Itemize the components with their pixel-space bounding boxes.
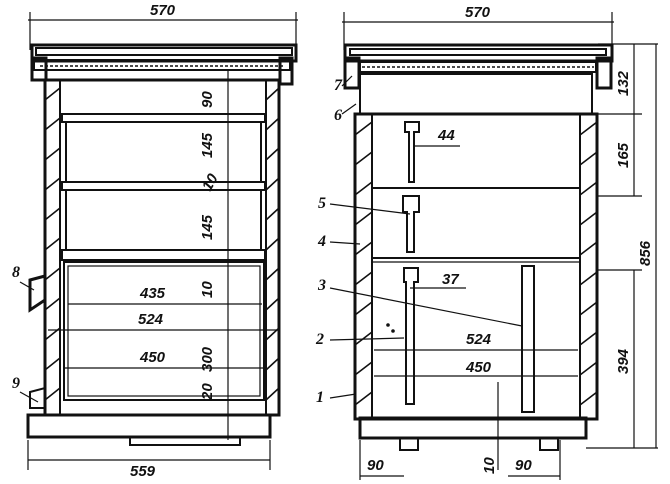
- right-label-3: 3: [317, 277, 326, 294]
- right-label-6: 6: [334, 107, 342, 124]
- left-dim-435: 435: [139, 285, 166, 302]
- left-body: [26, 78, 281, 446]
- right-label-5: 5: [318, 195, 326, 212]
- left-frame-bar-2: [61, 181, 266, 191]
- left-entrance-notch: [28, 274, 47, 313]
- right-frame-lug-2: [402, 195, 420, 253]
- right-vertical-dims: 132 165 856 394: [586, 43, 658, 449]
- left-frame-2: [65, 189, 262, 251]
- right-bottom-board: [358, 416, 588, 440]
- left-nest-frame: [63, 261, 265, 401]
- left-dim-10-b: 10: [199, 281, 216, 298]
- right-dim-10: 10: [481, 457, 498, 474]
- right-label-4: 4: [317, 233, 326, 250]
- left-frame-bar-1: [61, 113, 266, 123]
- right-body: [353, 112, 599, 451]
- left-view: 570: [12, 2, 298, 480]
- left-dim-559: 559: [130, 463, 156, 480]
- right-dim-44: 44: [437, 127, 455, 144]
- left-frame-1: [65, 121, 262, 183]
- right-dim-524: 524: [466, 331, 492, 348]
- right-dim-37: 37: [442, 271, 459, 288]
- right-dim-165: 165: [615, 142, 632, 168]
- left-dim-20: 20: [199, 383, 216, 401]
- left-bottom-board: [26, 413, 272, 439]
- right-label-7: 7: [334, 77, 343, 94]
- left-dim-450: 450: [139, 349, 166, 366]
- right-divider-board: [521, 265, 535, 413]
- right-dim-132: 132: [615, 70, 632, 96]
- right-dim-570: 570: [465, 4, 491, 21]
- left-dim-300: 300: [199, 346, 216, 372]
- right-dim-90-left: 90: [367, 457, 384, 474]
- left-dim-145-a: 145: [199, 132, 216, 158]
- left-dim-524: 524: [138, 311, 164, 328]
- left-top-dimension: 570: [28, 2, 298, 50]
- right-dim-90-right: 90: [515, 457, 532, 474]
- right-view: 570: [315, 4, 658, 480]
- left-frame-bar-3: [61, 249, 266, 261]
- left-lower-entrance: [29, 386, 46, 409]
- left-label-9: 9: [12, 375, 20, 392]
- left-dim-145-b: 145: [199, 214, 216, 240]
- left-vertical-dims: 90 145 10 145 10 300 20: [199, 70, 229, 440]
- right-extension: [359, 73, 593, 115]
- left-horizontal-dims: 435 524 450 559: [27, 285, 278, 480]
- right-dim-856: 856: [637, 240, 654, 266]
- right-dim-394: 394: [615, 348, 632, 374]
- left-dim-570: 570: [150, 2, 176, 19]
- right-bottom-dims: 90 90: [359, 440, 561, 480]
- left-wall-hatching: [44, 87, 280, 401]
- right-dim-450: 450: [465, 359, 492, 376]
- right-frame-lug-1: [404, 121, 420, 183]
- left-roof: [30, 43, 298, 86]
- right-frame-lug-3: [403, 267, 419, 405]
- right-label-2: 2: [315, 331, 324, 348]
- left-dim-10-a: 10: [199, 170, 222, 194]
- right-internal-dims: 44 37 524 450 10: [374, 127, 578, 474]
- left-label-8: 8: [12, 264, 20, 281]
- right-top-dimension: 570: [342, 4, 614, 50]
- right-label-1: 1: [316, 389, 324, 406]
- right-roof: [343, 43, 614, 115]
- left-dim-90: 90: [199, 91, 216, 108]
